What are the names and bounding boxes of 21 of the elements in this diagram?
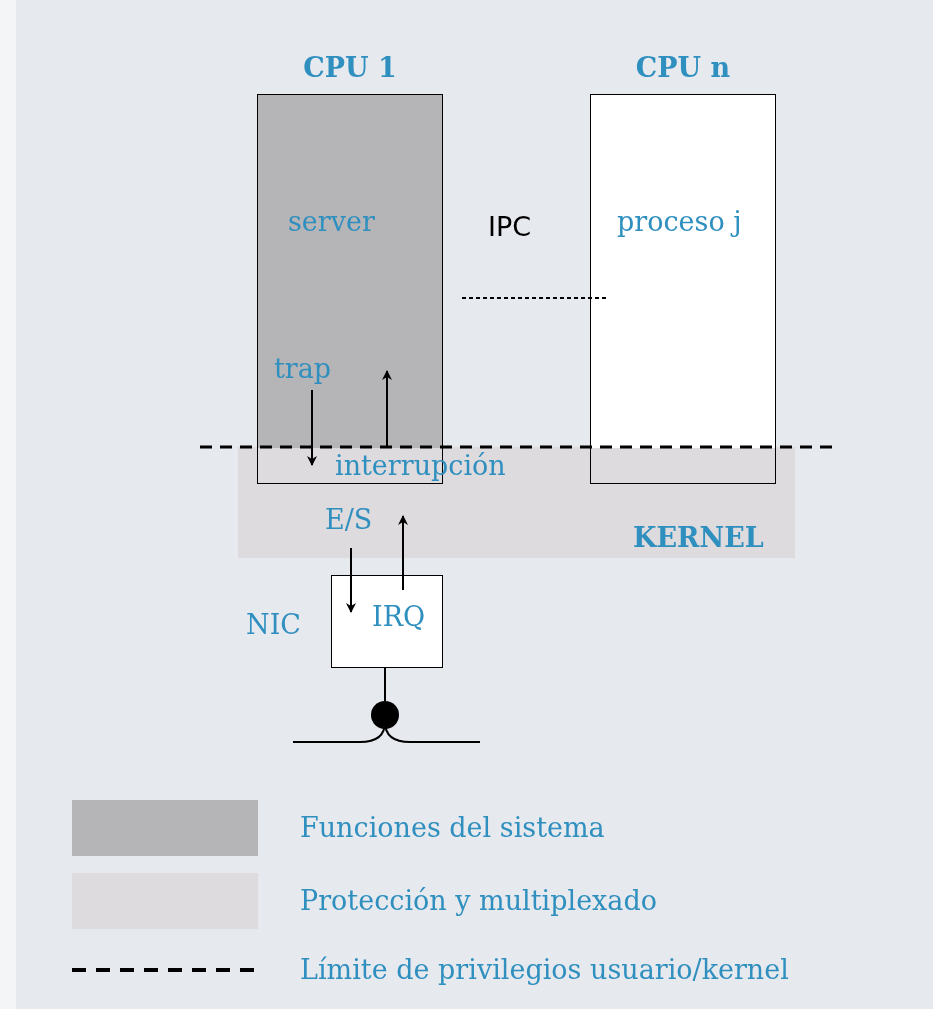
legend-label: Funciones del sistema bbox=[300, 812, 605, 843]
cpu-label: CPU 1 bbox=[303, 53, 397, 83]
irq-label: IRQ bbox=[372, 602, 426, 632]
arrow bbox=[346, 547, 356, 613]
process-label: proceso j bbox=[617, 207, 742, 237]
ipc-label: IPC bbox=[488, 212, 532, 242]
arrow bbox=[398, 515, 408, 591]
process-label: server bbox=[288, 207, 375, 237]
arrow bbox=[307, 389, 317, 466]
legend-label: Límite de privilegios usuario/kernel bbox=[300, 954, 789, 985]
edge-label: trap bbox=[274, 354, 332, 384]
connector-line bbox=[384, 667, 386, 702]
connection-dot bbox=[371, 701, 399, 729]
kernel-label: KERNEL bbox=[633, 523, 764, 553]
edge-label: E/S bbox=[325, 505, 373, 535]
arrow bbox=[382, 370, 392, 448]
dotted-line bbox=[461, 297, 609, 299]
kernel-band bbox=[238, 447, 795, 558]
cpu-label: CPU n bbox=[635, 53, 731, 83]
nic-label: NIC bbox=[246, 610, 301, 640]
legend-label: Protección y multiplexado bbox=[300, 885, 657, 916]
